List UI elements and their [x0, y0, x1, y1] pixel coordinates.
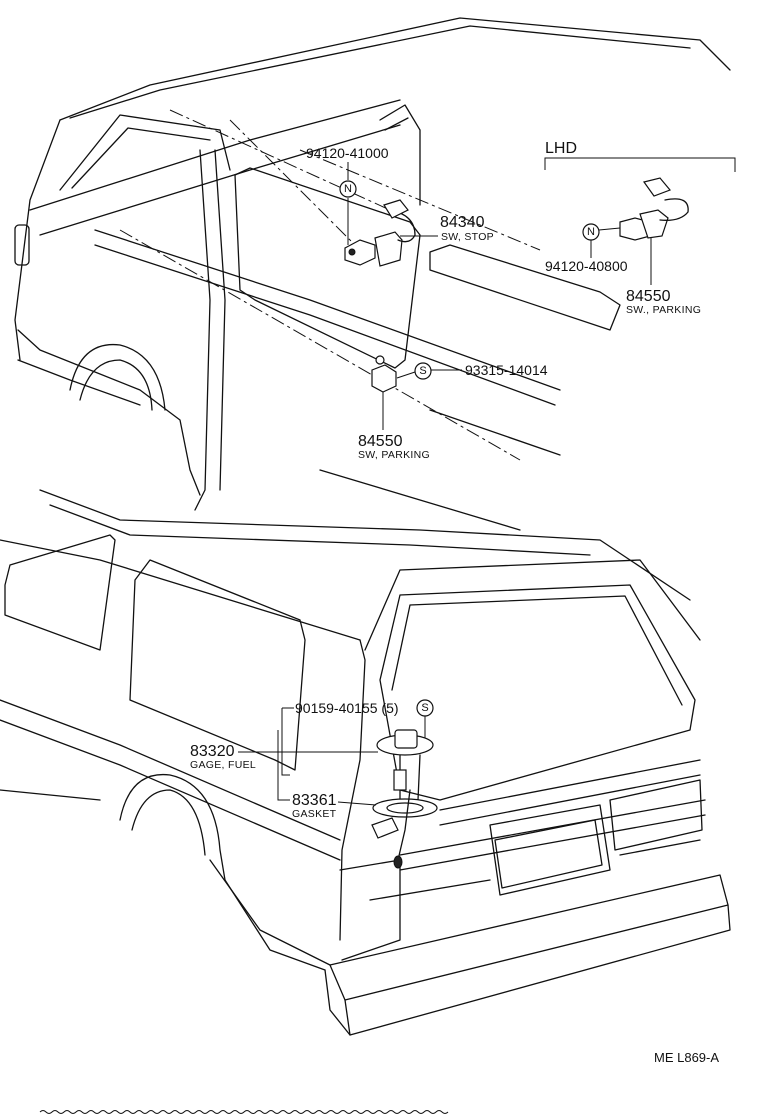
callout-84550-upper-desc: SW, PARKING	[358, 449, 430, 461]
callout-84340: 84340	[440, 214, 485, 231]
nut-symbol: N	[344, 183, 352, 195]
lhd-inset	[544, 157, 736, 241]
fuel-gauge-part	[371, 729, 438, 869]
callout-83320-desc: GAGE, FUEL	[190, 759, 256, 771]
callout-84340-desc: SW, STOP	[441, 231, 494, 243]
callout-94120-40800: 94120-40800	[545, 258, 628, 274]
callout-93315-14014: 93315-14014	[465, 362, 548, 378]
callout-83320: 83320	[190, 743, 235, 760]
nut-symbol-lhd: N	[587, 226, 595, 238]
callout-83361: 83361	[292, 792, 337, 809]
callout-90159-40155: 90159-40155 (5)	[295, 700, 399, 716]
lower-van-body	[0, 489, 731, 1036]
callout-84550-lhd: 84550	[626, 288, 671, 305]
screw-symbol: S	[419, 365, 426, 377]
callout-84550-upper: 84550	[358, 433, 403, 450]
parking-switch-upper-part	[371, 355, 397, 393]
callout-94120-41000: 94120-41000	[306, 145, 389, 161]
lhd-label: LHD	[545, 140, 577, 157]
screw-symbol-lower: S	[421, 702, 428, 714]
callout-84550-lhd-desc: SW., PARKING	[626, 304, 701, 316]
stop-switch-part	[344, 199, 416, 267]
callout-83361-desc: GASKET	[292, 808, 337, 820]
bottom-edge-line	[39, 1110, 449, 1114]
drawing-reference: ME L869-A	[654, 1050, 719, 1065]
